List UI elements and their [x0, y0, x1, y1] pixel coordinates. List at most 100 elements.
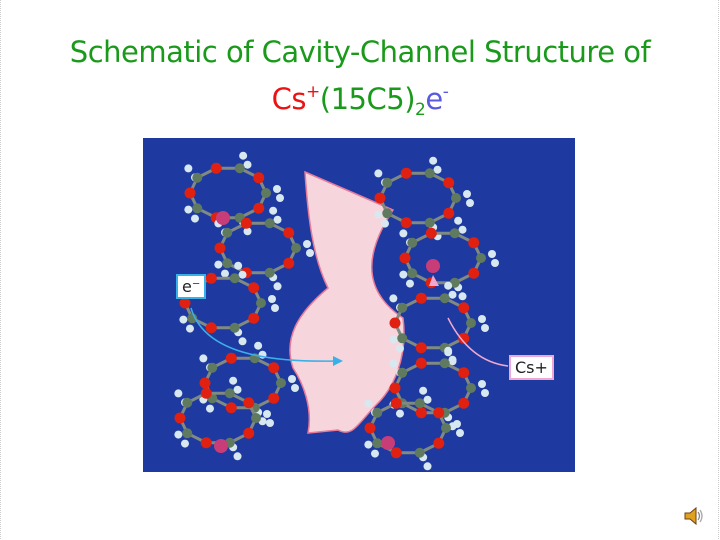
hydrogen-atom: [466, 199, 474, 207]
hydrogen-atom: [243, 227, 252, 236]
oxygen-atom: [225, 402, 237, 414]
carbon-atom: [224, 388, 235, 399]
carbon-atom: [439, 293, 450, 304]
oxygen-atom: [458, 332, 470, 344]
audio-button[interactable]: [683, 505, 705, 531]
speaker-icon: [684, 506, 703, 526]
hydrogen-atom: [263, 410, 271, 418]
hydrogen-atom: [184, 205, 193, 214]
hydrogen-atom: [233, 385, 242, 394]
hydrogen-atom: [458, 225, 467, 234]
carbon-atom: [291, 243, 301, 253]
hydrogen-atom: [380, 219, 389, 228]
hydrogen-atom: [399, 229, 408, 238]
carbon-atom: [256, 298, 266, 308]
oxygen-atom: [390, 397, 402, 409]
carbon-atom: [439, 358, 450, 369]
hydrogen-atom: [184, 164, 193, 173]
oxygen-atom: [184, 187, 196, 199]
carbon-atom: [414, 447, 425, 458]
carbon-atom: [276, 378, 286, 388]
oxygen-atom: [283, 257, 295, 269]
oxygen-atom: [174, 412, 186, 424]
carbon-atom: [234, 163, 245, 174]
formula-cation: Cs: [271, 82, 307, 116]
hydrogen-atom: [229, 376, 238, 385]
hydrogen-atom: [491, 259, 499, 267]
hydrogen-atom: [254, 341, 263, 350]
carbon-atom: [261, 188, 271, 198]
carbon-atom: [449, 228, 460, 239]
slide-title-formula: Cs+(15C5)2e-: [0, 72, 720, 130]
oxygen-atom: [205, 322, 217, 334]
formula-ligand: (15C5): [319, 82, 416, 116]
hydrogen-atom: [233, 452, 242, 461]
oxygen-atom: [433, 407, 445, 419]
oxygen-atom: [374, 192, 386, 204]
hydrogen-atom: [303, 240, 311, 248]
hydrogen-atom: [276, 194, 284, 202]
carbon-atom: [229, 273, 240, 284]
cesium-atom: [214, 439, 228, 453]
carbon-atom: [382, 177, 393, 188]
oxygen-atom: [200, 437, 212, 449]
hydrogen-atom: [364, 440, 373, 449]
oxygen-atom: [458, 397, 470, 409]
oxygen-atom: [243, 427, 255, 439]
oxygen-atom: [443, 177, 455, 189]
oxygen-atom: [468, 237, 480, 249]
hydrogen-atom: [273, 282, 282, 291]
cesium-pointer: [447, 317, 509, 367]
carbon-atom: [182, 428, 193, 439]
oxygen-atom: [179, 297, 191, 309]
oxygen-atom: [364, 422, 376, 434]
carbon-atom: [397, 367, 408, 378]
oxygen-atom: [443, 207, 455, 219]
hydrogen-atom: [273, 215, 282, 224]
oxygen-atom: [425, 227, 437, 239]
hydrogen-atom: [185, 324, 194, 333]
hydrogen-atom: [220, 269, 229, 278]
hydrogen-atom: [488, 250, 496, 258]
hydrogen-atom: [444, 281, 453, 290]
oxygen-atom: [268, 392, 280, 404]
hydrogen-atom: [199, 354, 208, 363]
carbon-atom: [466, 318, 476, 328]
hydrogen-atom: [180, 439, 189, 448]
oxygen-atom: [210, 162, 222, 174]
carbon-atom: [264, 267, 275, 278]
oxygen-atom: [433, 437, 445, 449]
formula-cation-charge: +: [306, 82, 320, 102]
hydrogen-atom: [214, 260, 223, 269]
hydrogen-atom: [405, 279, 414, 288]
cesium-atom: [381, 436, 395, 450]
hydrogen-atom: [238, 337, 247, 346]
carbon-atom: [476, 253, 486, 263]
hydrogen-atom: [456, 429, 464, 437]
oxygen-atom: [389, 382, 401, 394]
hydrogen-atom: [448, 355, 457, 364]
carbon-atom: [229, 322, 240, 333]
carbon-atom: [449, 277, 460, 288]
hydrogen-atom: [374, 210, 383, 219]
hydrogen-atom: [238, 270, 247, 279]
cesium-atom: [426, 259, 440, 273]
crystal-structure-image: [143, 138, 575, 472]
hydrogen-atom: [444, 346, 453, 355]
electron-arrowhead: [333, 356, 343, 366]
cavity-channel-figure: e⁻ Cs+: [143, 138, 575, 472]
oxygen-atom: [400, 217, 412, 229]
carbon-atom: [192, 203, 203, 214]
channel-shape: [289, 170, 405, 434]
oxygen-atom: [200, 387, 212, 399]
hydrogen-atom: [190, 214, 199, 223]
hydrogen-atom: [364, 399, 373, 408]
oxygen-atom: [240, 217, 252, 229]
oxygen-atom: [214, 242, 226, 254]
hydrogen-atom: [239, 151, 248, 160]
hydrogen-atom: [179, 315, 188, 324]
hydrogen-atom: [174, 430, 183, 439]
carbon-atom: [451, 193, 461, 203]
formula-electron-charge: -: [442, 82, 449, 102]
